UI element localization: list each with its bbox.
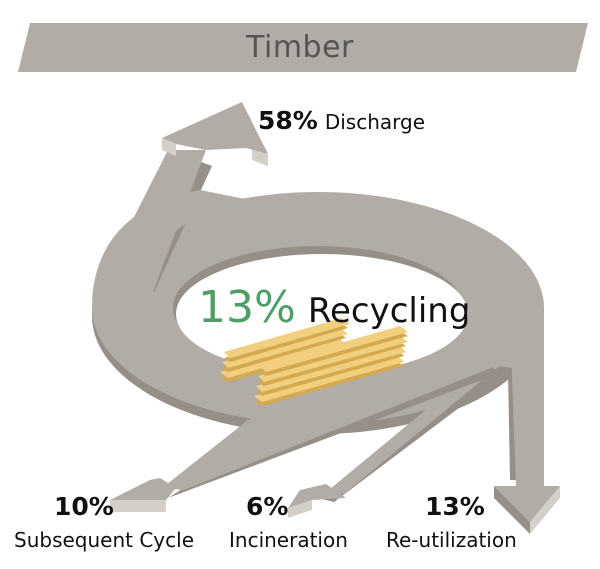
discharge-arm-join — [92, 190, 250, 300]
incineration-arrow-head — [288, 484, 346, 508]
discharge-arrow-head — [162, 102, 268, 154]
reutilization-arm-body — [510, 310, 544, 486]
re-utilization-label: Re-utilization — [386, 528, 517, 552]
discharge-percent: 58% — [258, 106, 318, 135]
incineration-label: Incineration — [229, 528, 348, 552]
recycling-percent: 13% — [198, 282, 296, 333]
subsequent-arrow-head — [110, 478, 176, 500]
reutilization-arrow-head — [494, 486, 560, 522]
re-utilization-percent: 13% — [425, 492, 485, 521]
reutilization-arrow-head-left — [494, 486, 530, 534]
discharge-label: 58% Discharge — [258, 106, 425, 135]
timber-stack-right — [254, 326, 408, 406]
subsequent-cycle-label: Subsequent Cycle — [14, 528, 194, 552]
subsequent-arrow-head-edge — [110, 500, 166, 512]
reutilization-arrow-head-right — [530, 486, 560, 534]
subsequent-arrow-body — [162, 360, 496, 490]
timber-input-band — [18, 23, 588, 72]
recycling-text: Recycling — [307, 291, 471, 331]
incineration-arrow-head-edge — [288, 500, 312, 518]
subsequent-cycle-percent: 10% — [54, 492, 114, 521]
incineration-percent: 6% — [246, 492, 289, 521]
subsequent-arrow-shadow — [168, 366, 498, 498]
incineration-arrow-body — [324, 360, 504, 494]
timber-title: Timber — [246, 30, 354, 65]
discharge-text: Discharge — [324, 110, 426, 134]
recycling-label: 13% Recycling — [198, 282, 470, 333]
